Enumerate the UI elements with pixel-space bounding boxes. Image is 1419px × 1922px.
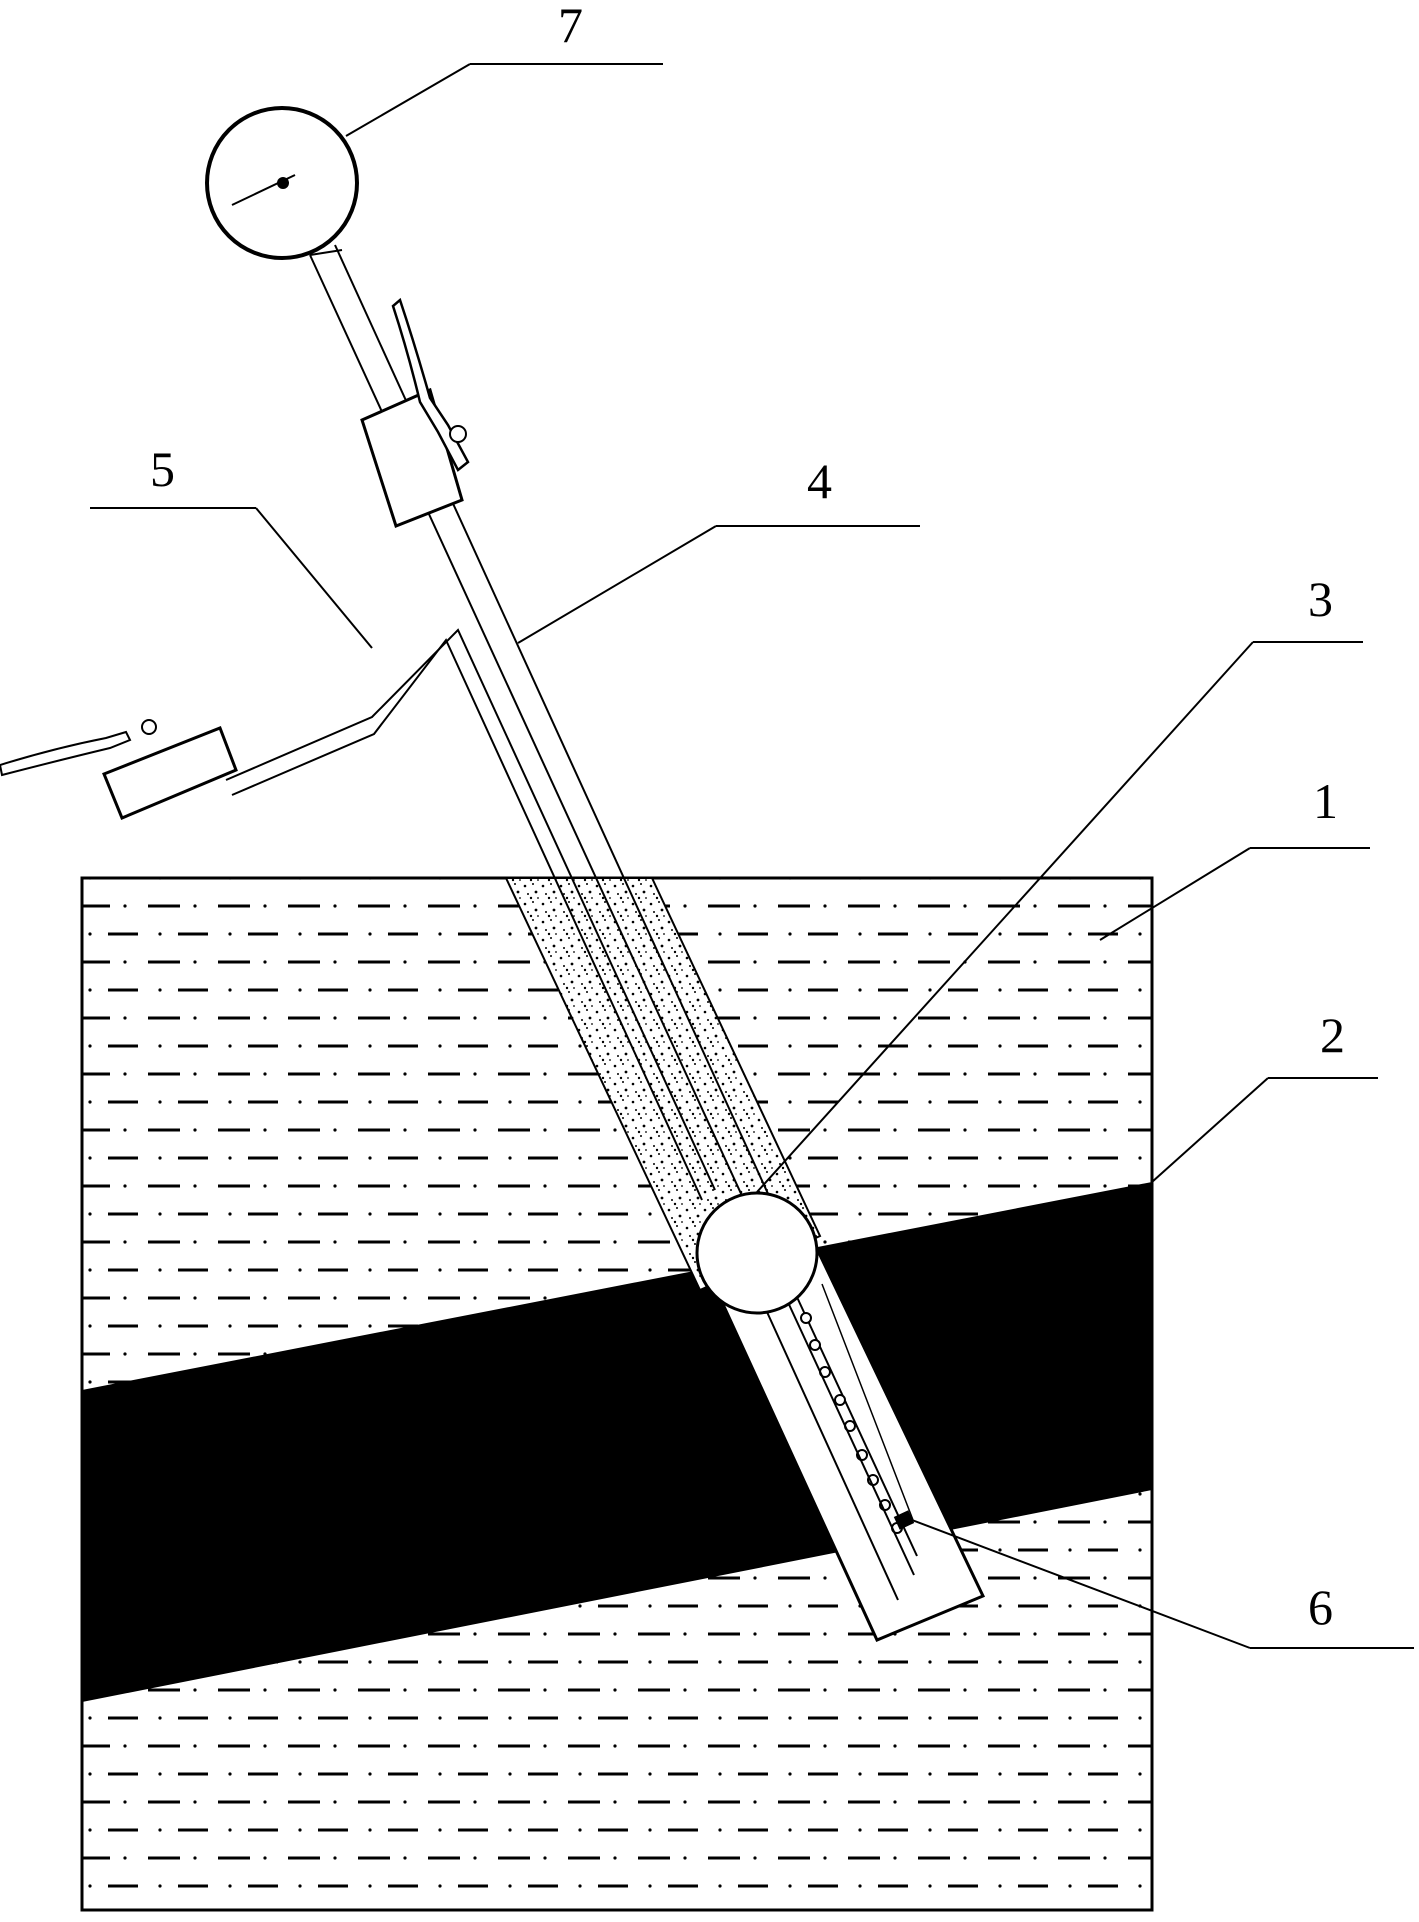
callout-5: 5 [150,441,175,497]
callout-6: 6 [1308,1579,1333,1635]
valve-icon [362,300,468,526]
callout-4: 4 [807,453,832,509]
valve-icon [0,720,236,818]
callout-3: 3 [1308,571,1333,627]
callout-1: 1 [1313,773,1338,829]
packer-ball [697,1193,817,1313]
callout-7: 7 [558,0,583,53]
callout-2: 2 [1320,1007,1345,1063]
pressure-gauge-icon [207,108,357,258]
